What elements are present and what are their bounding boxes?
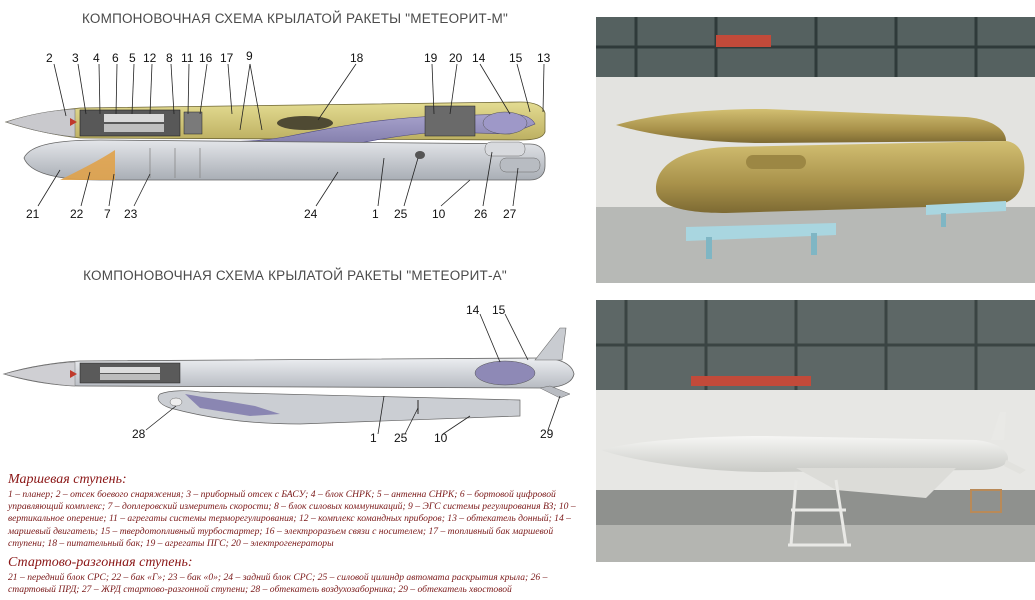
legend-booster-stage: Стартово-разгонная ступень: 21 – передни… (8, 555, 590, 596)
callout: 29 (540, 427, 554, 441)
callout: 23 (124, 207, 138, 220)
callout: 26 (474, 207, 488, 220)
callout: 14 (466, 303, 480, 317)
legend-text: 21 – передний блок СРС; 22 – бак «Г»; 23… (8, 572, 548, 596)
callout: 14 (472, 51, 486, 65)
diagram-meteorit-a: 14 15 28 1 25 10 29 (2, 303, 575, 445)
callout: 20 (449, 51, 463, 65)
callout: 6 (112, 51, 119, 65)
title-meteorit-a: КОМПОНОВОЧНАЯ СХЕМА КРЫЛАТОЙ РАКЕТЫ "МЕТ… (83, 268, 507, 283)
callout: 8 (166, 51, 173, 65)
callout: 5 (129, 51, 136, 65)
callout: 25 (394, 431, 408, 445)
callout: 15 (492, 303, 506, 317)
callout: 15 (509, 51, 523, 65)
photo-meteorit-m (596, 17, 1035, 283)
callout: 17 (220, 51, 234, 65)
callout: 12 (143, 51, 157, 65)
callout: 1 (370, 431, 377, 445)
photo-meteorit-a (596, 300, 1035, 562)
callouts-top: 2 3 4 6 5 12 8 11 16 17 9 18 19 20 14 15… (46, 49, 551, 65)
callout: 18 (350, 51, 364, 65)
callout: 24 (304, 207, 318, 220)
callout: 7 (104, 207, 111, 220)
callout: 25 (394, 207, 408, 220)
legend-heading: Стартово-разгонная ступень: (8, 555, 193, 570)
callout: 2 (46, 51, 53, 65)
callout: 22 (70, 207, 84, 220)
callout: 28 (132, 427, 146, 441)
callout: 3 (72, 51, 79, 65)
callout: 19 (424, 51, 438, 65)
legend-text: 1 – планер; 2 – отсек боевого снаряжения… (8, 489, 576, 549)
callout: 13 (537, 51, 551, 65)
callout: 10 (434, 431, 448, 445)
callout: 10 (432, 207, 446, 220)
callout: 1 (372, 207, 379, 220)
callout: 4 (93, 51, 100, 65)
diagram-meteorit-m: 2 3 4 6 5 12 8 11 16 17 9 18 19 20 14 15… (4, 49, 551, 220)
callout: 11 (181, 51, 194, 65)
callout: 21 (26, 207, 40, 220)
callout: 9 (246, 49, 253, 63)
callout: 16 (199, 51, 213, 65)
legend-heading: Маршевая ступень: (8, 472, 127, 487)
title-meteorit-m: КОМПОНОВОЧНАЯ СХЕМА КРЫЛАТОЙ РАКЕТЫ "МЕТ… (82, 11, 508, 26)
callouts-bottom: 21 22 7 23 24 1 25 10 26 27 (26, 207, 517, 220)
callout: 27 (503, 207, 517, 220)
legend-march-stage: Маршевая ступень: 1 – планер; 2 – отсек … (8, 472, 590, 550)
